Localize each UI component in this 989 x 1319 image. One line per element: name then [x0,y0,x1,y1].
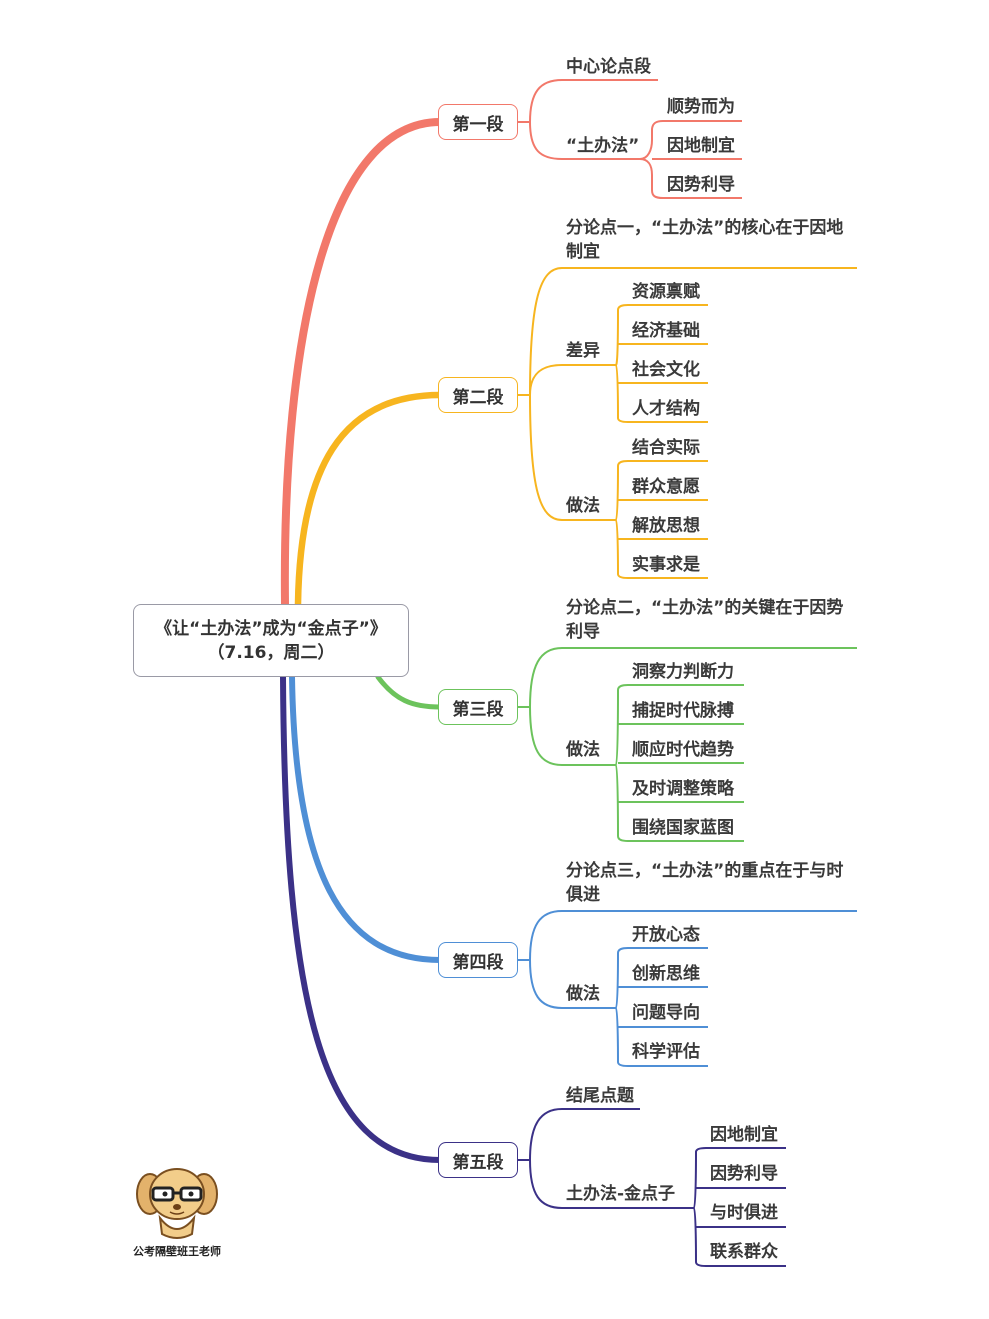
leaf-item: 因势利导 [710,1164,778,1184]
root-node: 《让“土办法”成为“金点子”》 （7.16，周二） [133,604,409,677]
leaf-item: 问题导向 [632,1003,700,1023]
branch-label: 中心论点段 [566,57,651,77]
branch-label: 分论点一，“土办法”的核心在于因地制宜 [566,218,844,262]
branch-label: 分论点二，“土办法”的关键在于因势利导 [566,598,844,642]
leaf-item: 创新思维 [632,964,700,984]
branch-label: 土办法-金点子 [566,1184,676,1204]
branch-label: 做法 [566,496,600,516]
trunk-line-4 [289,674,443,963]
leaf-item: 结合实际 [632,438,700,458]
trunk-line-3 [375,674,443,710]
root-title: 《让“土办法”成为“金点子”》 [155,618,387,639]
branch-label: 做法 [566,740,600,760]
leaf-item: 捕捉时代脉搏 [632,701,734,721]
leaf-item: 实事求是 [632,555,700,575]
leaf-item: 及时调整策略 [632,779,734,799]
branch-label: 结尾点题 [566,1086,634,1106]
leaf-item: 科学评估 [632,1042,700,1062]
leaf-item: 因地制宜 [667,136,735,156]
trunk-line-2 [294,391,444,608]
section-4-connectors [517,910,857,1067]
section-2-connectors [517,267,857,579]
trunk-line-1 [280,118,444,608]
leaf-item: 联系群众 [710,1242,778,1262]
leaf-item: 围绕国家蓝图 [632,818,734,838]
leaf-item: 因势利导 [667,175,735,195]
branch-label: 做法 [566,984,600,1004]
section-1-node: 第一段 [438,104,518,140]
section-1-connectors [517,79,742,199]
section-4-node: 第四段 [438,942,518,978]
leaf-item: 顺势而为 [667,97,735,117]
leaf-item: 解放思想 [632,516,700,536]
leaf-item: 经济基础 [632,321,700,341]
section-3-node: 第三段 [438,689,518,725]
root-subtitle: （7.16，周二） [207,642,335,663]
branch-label: 差异 [566,341,600,361]
branch-label: 分论点三，“土办法”的重点在于与时俱进 [566,861,844,905]
leaf-item: 社会文化 [632,360,700,380]
leaf-item: 开放心态 [632,925,700,945]
leaf-item: 洞察力判断力 [632,662,734,682]
section-5-node: 第五段 [438,1142,518,1178]
leaf-item: 因地制宜 [710,1125,778,1145]
leaf-item: 人才结构 [632,399,700,419]
leaf-item: 资源禀赋 [632,282,700,302]
section-2-node: 第二段 [438,377,518,413]
section-5-connectors [517,1108,786,1267]
section-3-connectors [517,647,857,842]
brand-label: 公考隔壁班王老师 [133,1245,221,1258]
leaf-item: 群众意愿 [632,477,700,497]
leaf-item: 顺应时代趋势 [632,740,734,760]
leaf-item: 与时俱进 [710,1203,778,1223]
trunk-line-5 [280,674,443,1163]
dog-with-glasses-icon [136,1168,218,1239]
branch-label: “土办法” [566,136,640,156]
